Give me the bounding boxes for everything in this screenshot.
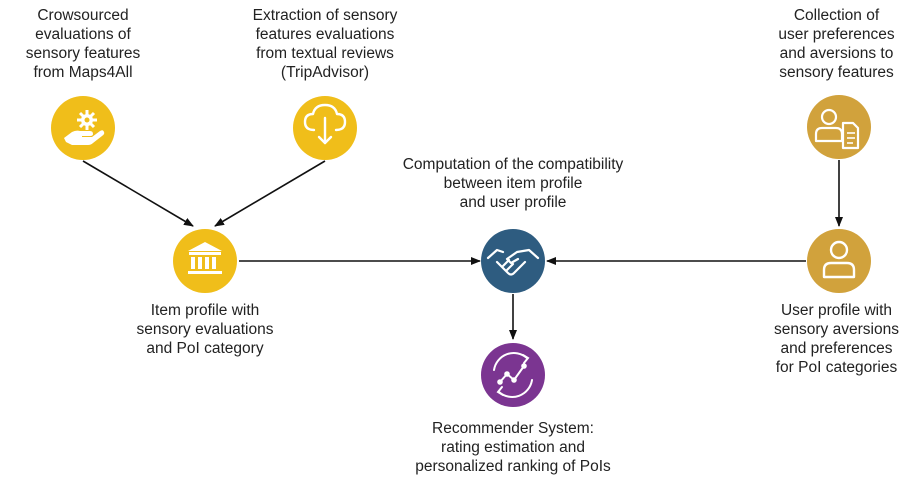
recommender-node bbox=[481, 343, 545, 407]
crowdsourced-node bbox=[51, 96, 115, 160]
arrow-extraction-to-item bbox=[214, 160, 326, 227]
handshake-icon bbox=[486, 248, 540, 276]
cloud-download-icon bbox=[303, 103, 347, 145]
user-profile-node bbox=[807, 229, 871, 293]
user-icon bbox=[822, 240, 856, 279]
arrow-crowdsourced-to-item bbox=[82, 160, 194, 227]
museum-icon bbox=[188, 242, 222, 274]
extraction-node bbox=[293, 96, 357, 160]
user-profile-label: User profile with sensory aversions and … bbox=[774, 302, 899, 376]
item-profile-label: Item profile with sensory evaluations an… bbox=[136, 302, 274, 357]
hand-gear-icon bbox=[64, 110, 105, 145]
user-document-icon bbox=[814, 108, 860, 150]
computation-node bbox=[481, 229, 545, 293]
recommender-label: Recommender System: rating estimation an… bbox=[415, 420, 611, 475]
collection-label: Collection of user preferences and avers… bbox=[778, 7, 895, 81]
collection-node bbox=[807, 95, 871, 159]
crowdsourced-label: Crowsourced evaluations of sensory featu… bbox=[25, 7, 141, 81]
arrows bbox=[82, 160, 843, 340]
item-profile-node bbox=[173, 229, 237, 293]
chart-cycle-icon bbox=[493, 352, 533, 398]
computation-label: Computation of the compatibility between… bbox=[402, 156, 624, 211]
extraction-label: Extraction of sensory features evaluatio… bbox=[252, 7, 398, 81]
